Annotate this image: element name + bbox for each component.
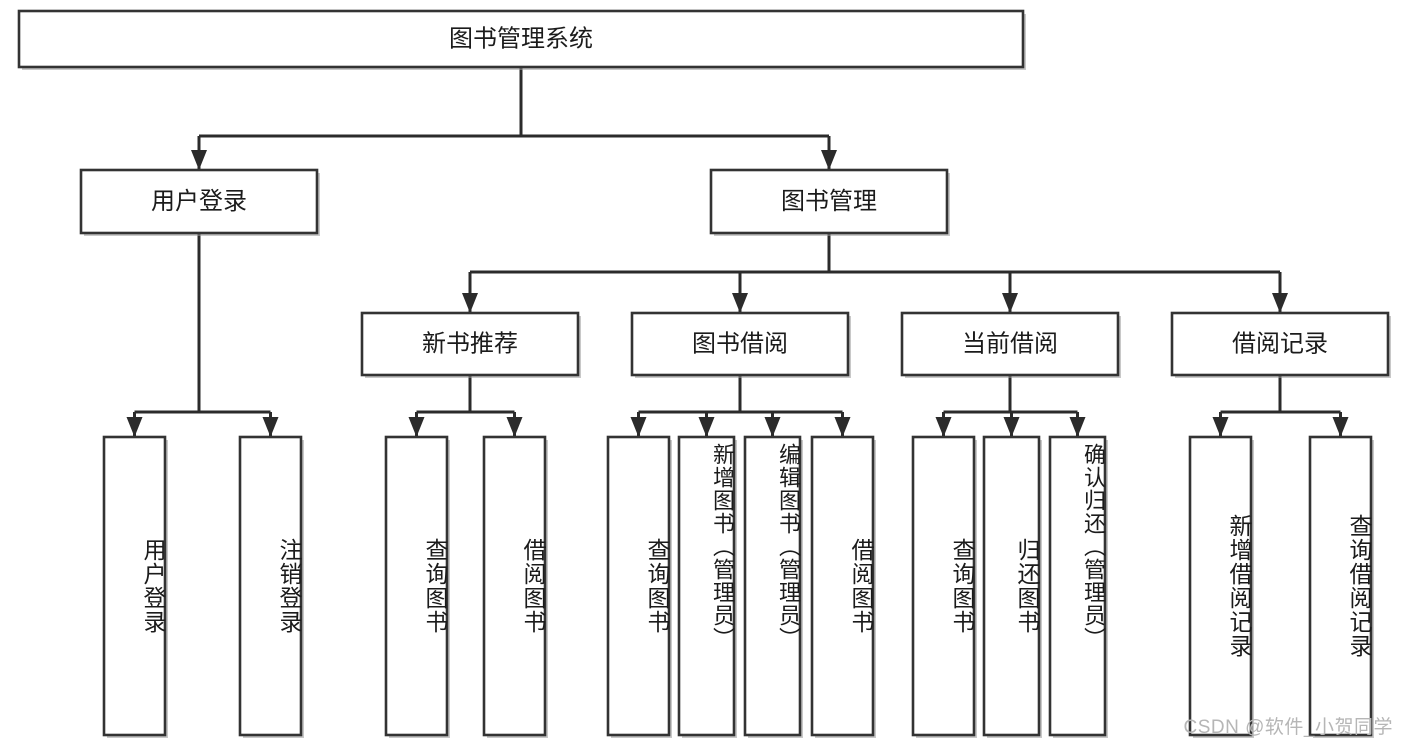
node-label-current-borrow: 当前借阅	[962, 330, 1058, 357]
edge-arrowhead	[262, 417, 279, 437]
node-box-user-login[interactable]	[79, 168, 319, 235]
edge-arrowhead	[191, 150, 207, 170]
node-label-borrow-record: 借阅记录	[1232, 330, 1328, 357]
edge-arrowhead	[935, 417, 952, 437]
node-box-leaf-borrow-book-1[interactable]	[482, 435, 547, 737]
node-box-borrow-record[interactable]	[1170, 311, 1390, 377]
node-label-user-login: 用户登录	[151, 188, 247, 215]
edge-arrowhead	[630, 417, 647, 437]
node-box-leaf-query-book-2[interactable]	[606, 435, 671, 737]
edge-arrowhead	[1002, 293, 1018, 313]
edge-arrowhead	[506, 417, 523, 437]
node-box-leaf-confirm-return[interactable]	[1048, 435, 1107, 737]
node-box-leaf-borrow-book-2[interactable]	[810, 435, 875, 737]
edge-arrowhead	[834, 417, 851, 437]
edge-arrowhead	[1003, 417, 1020, 437]
node-box-root[interactable]	[17, 9, 1025, 69]
node-box-leaf-add-record[interactable]	[1188, 435, 1253, 737]
node-box-leaf-add-book[interactable]	[677, 435, 736, 737]
node-box-leaf-user-login[interactable]	[102, 435, 167, 737]
node-box-leaf-query-book-3[interactable]	[911, 435, 976, 737]
edge-arrowhead	[1069, 417, 1086, 437]
node-box-leaf-query-book-1[interactable]	[384, 435, 449, 737]
edge-arrowhead	[698, 417, 715, 437]
node-box-leaf-logout[interactable]	[238, 435, 303, 737]
node-label-book-mgmt: 图书管理	[781, 188, 877, 215]
node-box-book-mgmt[interactable]	[709, 168, 949, 235]
node-box-book-borrow[interactable]	[630, 311, 850, 377]
edge-arrowhead	[1332, 417, 1349, 437]
node-label-new-book-rec: 新书推荐	[422, 330, 518, 357]
edge-arrowhead	[1212, 417, 1229, 437]
edge-arrowhead	[462, 293, 478, 313]
node-box-leaf-query-record[interactable]	[1308, 435, 1373, 737]
edge-layer	[126, 67, 1349, 437]
node-box-new-book-rec[interactable]	[360, 311, 580, 377]
node-label-root: 图书管理系统	[449, 25, 593, 52]
edge-arrowhead	[126, 417, 143, 437]
edge-arrowhead	[732, 293, 748, 313]
node-box-leaf-return-book[interactable]	[982, 435, 1041, 737]
node-label-book-borrow: 图书借阅	[692, 330, 788, 357]
edge-arrowhead	[821, 150, 837, 170]
watermark-text: CSDN @软件_小贺同学	[1183, 717, 1393, 738]
edge-arrowhead	[408, 417, 425, 437]
edge-arrowhead	[764, 417, 781, 437]
edge-arrowhead	[1272, 293, 1288, 313]
node-box-current-borrow[interactable]	[900, 311, 1120, 377]
box-layer	[17, 9, 1391, 738]
node-box-leaf-edit-book[interactable]	[743, 435, 802, 737]
